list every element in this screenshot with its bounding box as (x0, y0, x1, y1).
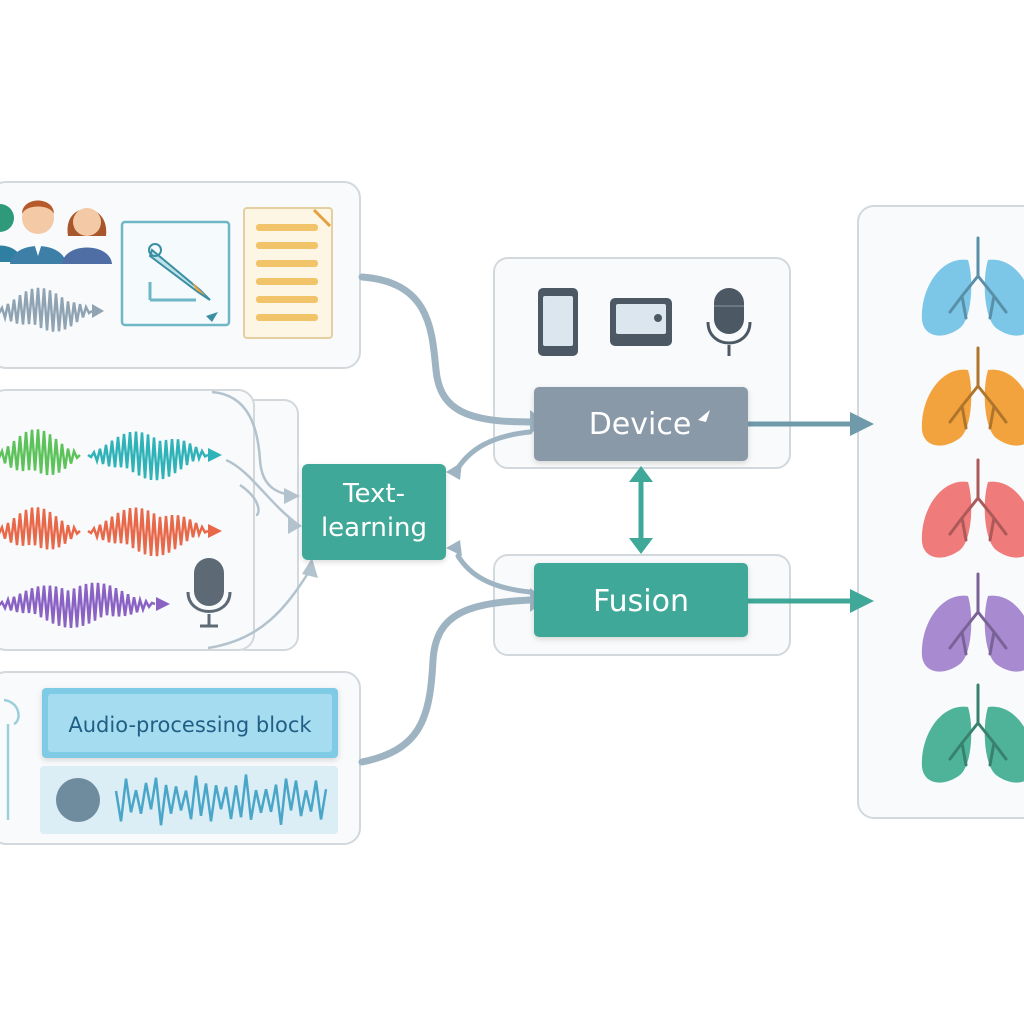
notes-document-icon (243, 207, 333, 339)
arrowhead-red-wave (208, 524, 222, 538)
lung-icon-5 (921, 683, 1024, 783)
thin-connector-3 (239, 483, 260, 517)
microphone-icon (706, 288, 752, 356)
arrowhead-text-bottom (446, 540, 462, 556)
smartphone-icon (538, 288, 578, 356)
lungs-column (921, 236, 1024, 783)
lung-icon-3 (921, 458, 1024, 558)
person-woman-icon (62, 208, 112, 264)
thin-connector-1 (211, 390, 299, 498)
device-node: Device (534, 387, 748, 461)
fusion-node: Fusion (534, 563, 748, 637)
record-button-icon (56, 778, 100, 822)
text-learning-label-line1: Text- (342, 479, 405, 509)
thin-arrowhead-3 (302, 558, 318, 578)
device-node-label: Device (589, 407, 692, 442)
waveform-red-left (0, 507, 81, 550)
waveform-purple (0, 582, 156, 628)
audio-processing-label: Audio-processing block (68, 713, 312, 737)
waveform-red-right (87, 507, 209, 557)
fusion-output-arrowhead (850, 589, 874, 613)
arrowhead-teal-wave (208, 448, 222, 462)
fusion-node-label: Fusion (593, 584, 689, 619)
waveform-green (0, 429, 81, 476)
lung-icon-1 (921, 236, 1024, 336)
cable-icon (3, 698, 20, 820)
microphone-icon-small (186, 558, 232, 628)
audio-processing-block (42, 688, 338, 758)
lung-icon-4 (921, 572, 1024, 672)
sparkle-icon (698, 410, 710, 422)
arrowhead-text-top (446, 462, 462, 480)
device-fusion-arrow-up (629, 466, 653, 482)
arrowhead-purple-wave (156, 597, 170, 611)
waveform-gray (0, 287, 104, 332)
waveform-teal (87, 431, 209, 481)
device-fusion-arrow-down (629, 538, 653, 554)
document-pen-icon (120, 220, 231, 327)
text-learning-node: Text- learning (302, 464, 446, 560)
connector-bottom-to-fusion (358, 596, 534, 766)
thin-arrowhead-1 (284, 488, 300, 504)
text-learning-label-line2: learning (321, 513, 427, 543)
person-man-icon (10, 200, 66, 264)
thin-connector-4 (207, 569, 312, 650)
waveform-blue (114, 774, 328, 826)
device-output-arrowhead (850, 412, 874, 436)
thin-connector-2 (225, 458, 301, 528)
thin-arrowhead-2 (288, 518, 302, 534)
audio-wave-area (40, 766, 338, 834)
connector-text-to-fusion (455, 553, 533, 595)
tablet-icon (610, 298, 672, 346)
connector-top-to-device (358, 273, 534, 426)
lung-icon-2 (921, 346, 1024, 446)
